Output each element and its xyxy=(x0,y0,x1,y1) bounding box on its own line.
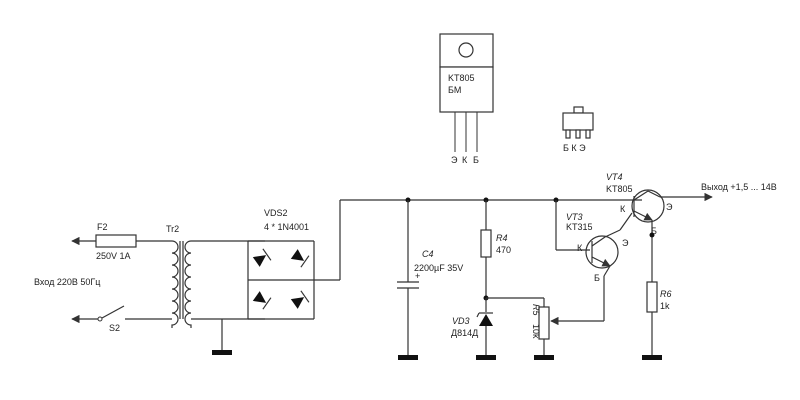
r6-name: R6 xyxy=(660,289,672,299)
kt805-package-label: KT805 xyxy=(448,73,475,83)
pin-label-e: Э xyxy=(451,155,458,165)
capacitor-plus: + xyxy=(415,271,420,281)
smd-pin-labels: Б К Э xyxy=(563,143,586,153)
vt3-pin-b: Б xyxy=(594,273,600,283)
ground-capacitor xyxy=(398,355,418,360)
smd-package: Б К Э xyxy=(562,106,594,153)
diode-3 xyxy=(252,291,272,310)
transistor-vt4: VT4 KT805 К Э Б Выход +1,5 ... 14В xyxy=(606,172,777,282)
resistor-r4: R4 470 xyxy=(480,200,511,298)
input-section: F2 250V 1A Вход 220В 50Гц S2 xyxy=(34,222,172,333)
diode-4 xyxy=(290,290,310,309)
vt4-pin-b: Б xyxy=(651,226,657,236)
pin-label-b: Б xyxy=(473,155,479,165)
transistor-vt3: VT3 KT315 К Э Б xyxy=(555,200,629,321)
vt3-name: VT3 xyxy=(566,212,583,222)
fuse-name: F2 xyxy=(97,222,108,232)
r6-value: 1k xyxy=(660,301,670,311)
transformer-name: Tr2 xyxy=(166,224,179,234)
fuse-rating: 250V 1A xyxy=(96,251,131,261)
vt4-pin-e: Э xyxy=(666,202,673,212)
vt3-pin-k: К xyxy=(577,243,583,253)
diode-1 xyxy=(252,248,272,267)
vt4-type: KT805 xyxy=(606,184,633,194)
vt4-name: VT4 xyxy=(606,172,623,182)
potentiometer-r5: R5 10k xyxy=(486,297,604,360)
ground-r6 xyxy=(642,355,662,360)
vt3-type: KT315 xyxy=(566,222,593,232)
r5-name: R5 xyxy=(531,304,541,316)
zener-vd3: VD3 Д814Д xyxy=(451,298,496,360)
diode-2 xyxy=(290,249,310,268)
capacitor-value: 2200µF 35V xyxy=(414,263,463,273)
kt805-package-label-2: БМ xyxy=(448,85,461,95)
output-label: Выход +1,5 ... 14В xyxy=(701,182,777,192)
zener-type: Д814Д xyxy=(451,328,478,338)
bridge-name: VDS2 xyxy=(264,208,288,218)
ground-potentiometer xyxy=(534,355,554,360)
fuse-f2 xyxy=(95,234,137,248)
kt805-package: KT805 БМ Э К Б xyxy=(439,33,494,165)
capacitor-name: C4 xyxy=(422,249,434,259)
r4-name: R4 xyxy=(496,233,508,243)
bridge-type: 4 * 1N4001 xyxy=(264,222,309,232)
zener-name: VD3 xyxy=(452,316,470,326)
ground-transformer xyxy=(212,350,232,355)
switch-s2 xyxy=(101,305,125,319)
ground-zener xyxy=(476,355,496,360)
pin-label-k: К xyxy=(462,155,468,165)
r4-value: 470 xyxy=(496,245,511,255)
input-label: Вход 220В 50Гц xyxy=(34,277,100,287)
resistor-r6: R6 1k xyxy=(642,232,672,360)
vt3-pin-e: Э xyxy=(622,238,629,248)
capacitor-c4: + C4 2200µF 35V xyxy=(397,200,463,360)
diode-bridge-vds2: VDS2 4 * 1N4001 xyxy=(247,200,341,320)
switch-name: S2 xyxy=(109,323,120,333)
r5-value: 10k xyxy=(531,324,541,339)
vt4-pin-k: К xyxy=(620,204,626,214)
transformer-tr2: Tr2 xyxy=(166,224,265,355)
